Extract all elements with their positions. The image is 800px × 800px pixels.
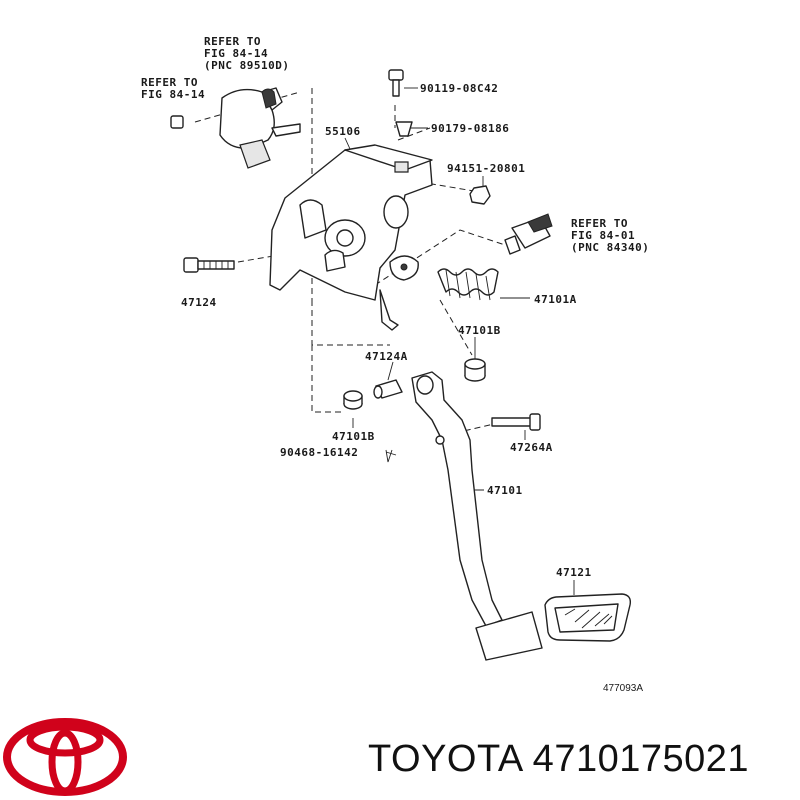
clip-90179 (395, 121, 413, 137)
svg-text:FIG 84-14: FIG 84-14 (141, 88, 205, 101)
label-55106: 55106 (325, 125, 361, 138)
label-94151: 94151-20801 (447, 162, 525, 175)
brand-caption: TOYOTA 4710175021 (368, 738, 750, 780)
collar-47124a (373, 379, 403, 399)
stop-light-switch (504, 213, 553, 255)
bushing-47101b-lower (343, 390, 363, 410)
clip-90468 (385, 449, 393, 463)
label-47121: 47121 (556, 566, 592, 579)
stop-switch-part (170, 87, 301, 169)
callout-refer-c: REFER TO FIG 84-01 (PNC 84340) (571, 217, 649, 254)
bolt-47264a (491, 413, 541, 431)
label-90468: 90468-16142 (280, 446, 358, 459)
bolt-47124 (183, 257, 235, 273)
pedal-pad (544, 593, 632, 642)
label-47264a: 47264A (510, 441, 553, 454)
bolt-90119 (388, 69, 404, 97)
svg-text:REFER TO: REFER TO (141, 76, 198, 89)
svg-text:(PNC 89510D): (PNC 89510D) (204, 59, 289, 72)
label-47124: 47124 (181, 296, 217, 309)
label-90119: 90119-08C42 (420, 82, 498, 95)
label-47101: 47101 (487, 484, 523, 497)
label-47101b-top: 47101B (458, 324, 501, 337)
pedal-bracket (269, 144, 433, 331)
svg-text:REFER TO: REFER TO (204, 35, 261, 48)
toyota-logo (3, 718, 127, 796)
label-47124a: 47124A (365, 350, 408, 363)
pedal-arm (411, 371, 543, 661)
callout-refer-a: REFER TO FIG 84-14 (PNC 89510D) (204, 35, 289, 72)
label-90179: 90179-08186 (431, 122, 509, 135)
svg-text:FIG 84-01: FIG 84-01 (571, 229, 635, 242)
callout-refer-b: REFER TO FIG 84-14 (141, 76, 205, 101)
svg-text:(PNC 84340): (PNC 84340) (571, 241, 649, 254)
return-spring (437, 268, 499, 301)
bushing-47101b-upper (464, 358, 486, 382)
label-47101a: 47101A (534, 293, 577, 306)
svg-text:REFER TO: REFER TO (571, 217, 628, 230)
nut-94151 (469, 185, 491, 205)
svg-text:FIG 84-14: FIG 84-14 (204, 47, 268, 60)
diagram-id: 477093A (603, 683, 643, 694)
label-47101b-left: 47101B (332, 430, 375, 443)
